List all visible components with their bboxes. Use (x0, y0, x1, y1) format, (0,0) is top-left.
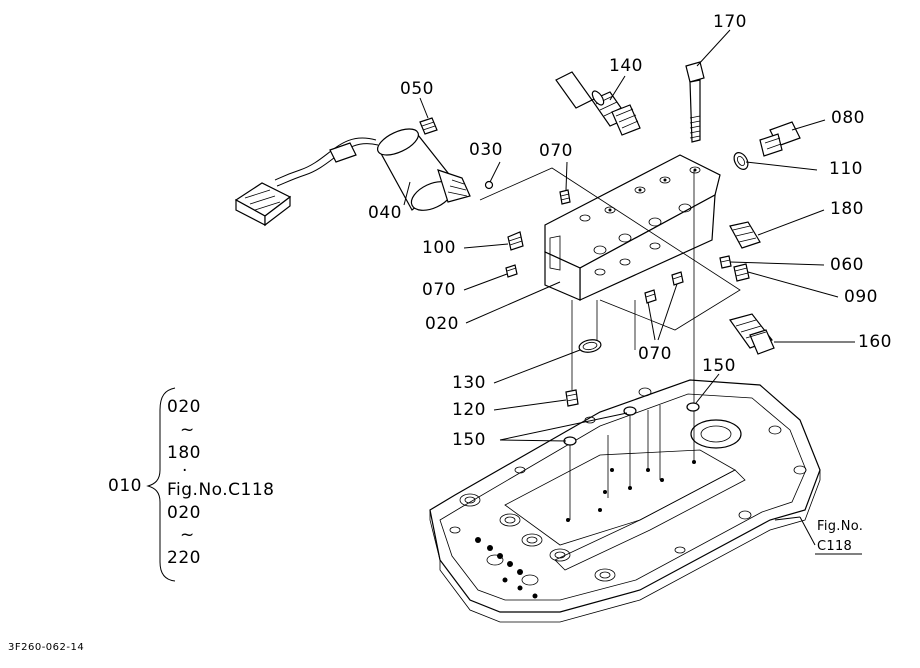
assembly-range2-end: 220 (167, 548, 201, 568)
callout-160: 160 (858, 332, 892, 352)
plug-070-left (505, 264, 518, 278)
switch-160 (729, 313, 775, 355)
callout-150-left: 150 (452, 430, 486, 450)
plug-120 (565, 389, 579, 407)
callout-120: 120 (452, 400, 486, 420)
assembly-range-end: 180 (167, 443, 201, 463)
callout-030: 030 (469, 140, 503, 160)
fig-ref-label: Fig.No. (817, 519, 864, 534)
valve-body (479, 154, 741, 395)
callout-070-lower: 070 (638, 344, 672, 364)
assembly-range2-start: 020 (167, 503, 201, 523)
plug-070-upper (559, 189, 571, 205)
plug-080 (759, 121, 801, 157)
callout-070-left: 070 (422, 280, 456, 300)
callout-050: 050 (400, 79, 434, 99)
callout-180: 180 (830, 199, 864, 219)
drawing-code: 3F260-062-14 (8, 642, 85, 653)
fitting-180 (729, 221, 761, 249)
callout-130: 130 (452, 373, 486, 393)
solenoid-040 (234, 128, 471, 227)
callout-110: 110 (829, 159, 863, 179)
callout-090: 090 (844, 287, 878, 307)
callout-150-right: 150 (702, 356, 736, 376)
plug-060 (719, 255, 732, 269)
callout-040: 040 (368, 203, 402, 223)
plug-100 (507, 231, 524, 251)
assembly-brace (146, 387, 176, 582)
bolt-170 (685, 61, 705, 143)
assembly-dot: · (182, 461, 188, 481)
oring-130 (578, 339, 602, 353)
assembly-fig-ref: Fig.No.C118 (167, 480, 275, 500)
plugs-070-lower (644, 271, 684, 304)
fig-ref-number: C118 (817, 539, 853, 554)
assembly-tilde-2: ~ (180, 525, 195, 545)
callout-080: 080 (831, 108, 865, 128)
callout-060: 060 (830, 255, 864, 275)
assembly-number: 010 (108, 476, 142, 496)
ball-030 (484, 180, 494, 190)
callout-170: 170 (713, 12, 747, 32)
base-plate (429, 379, 821, 623)
assembly-tilde-1: ~ (180, 420, 195, 440)
plug-050 (419, 117, 438, 135)
sensor-140 (555, 71, 641, 136)
washer-110 (733, 152, 749, 170)
callout-140: 140 (609, 56, 643, 76)
leader-lines (403, 29, 862, 555)
callout-100: 100 (422, 238, 456, 258)
assembly-range-start: 020 (167, 397, 201, 417)
callout-020: 020 (425, 314, 459, 334)
callout-070-upper: 070 (539, 141, 573, 161)
plug-090 (733, 263, 750, 282)
